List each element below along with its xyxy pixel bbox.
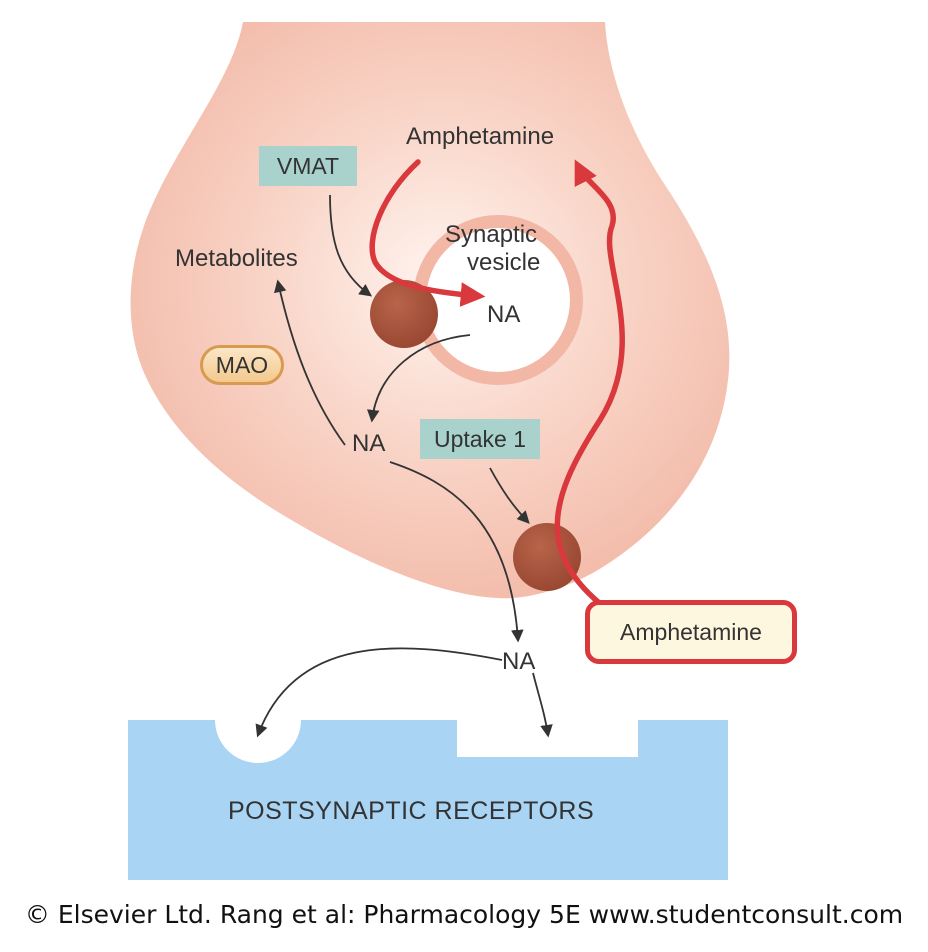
uptake1-transporter bbox=[513, 523, 581, 591]
label-na-vesicle: NA bbox=[487, 301, 521, 328]
arrow-vesicle-na-to-cytoplasm bbox=[367, 334, 471, 423]
arrow-amphetamine-into-vesicle bbox=[369, 159, 486, 307]
copyright-notice: © Elsevier Ltd. Rang et al: Pharmacology… bbox=[24, 900, 904, 929]
label-postsynaptic-receptors: POSTSYNAPTIC RECEPTORS bbox=[228, 797, 595, 825]
arrow-na-to-receptor-left bbox=[255, 647, 503, 738]
label-uptake1: Uptake 1 bbox=[420, 419, 540, 459]
postsynaptic-receptor-block bbox=[128, 720, 728, 880]
label-synaptic-vesicle-line1: Synaptic bbox=[445, 221, 538, 248]
mao-enzyme-badge: MAO bbox=[200, 345, 284, 385]
label-na-cytoplasm: NA bbox=[352, 430, 386, 457]
arrow-vmat-to-transporter bbox=[329, 194, 373, 297]
arrow-na-to-metabolites bbox=[274, 279, 346, 446]
label-amphetamine-top: Amphetamine bbox=[406, 123, 555, 150]
label-synaptic-vesicle-line2: vesicle bbox=[467, 249, 541, 276]
label-na-synapse: NA bbox=[502, 648, 536, 675]
label-metabolites: Metabolites bbox=[175, 245, 298, 272]
arrow-amphetamine-uptake bbox=[554, 159, 628, 625]
vmat-transporter bbox=[370, 280, 438, 348]
arrow-na-release bbox=[389, 461, 524, 643]
label-vmat: VMAT bbox=[259, 146, 357, 186]
arrow-uptake1-to-transporter bbox=[489, 467, 530, 524]
arrow-na-to-receptor-right bbox=[532, 672, 553, 738]
amphetamine-extracellular-box: Amphetamine bbox=[585, 600, 797, 664]
